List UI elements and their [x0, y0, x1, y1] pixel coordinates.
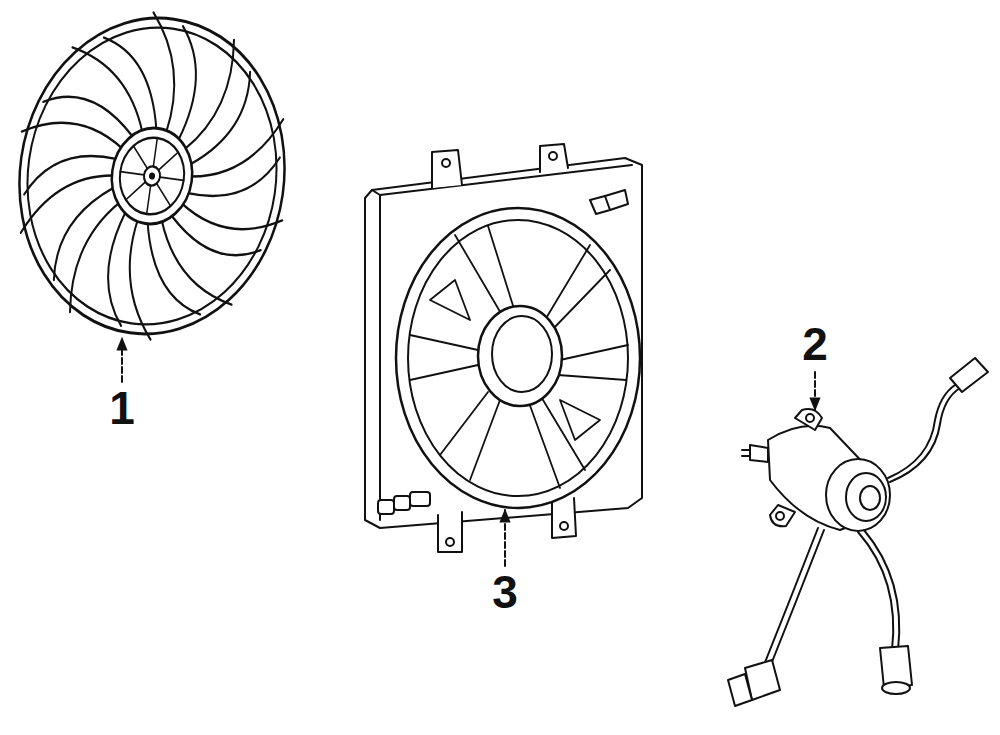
callout-number: 1 — [107, 385, 137, 431]
fan-motor — [728, 358, 988, 706]
fan-shroud — [365, 144, 642, 552]
callout-number: 2 — [800, 321, 830, 367]
leader-line — [504, 510, 506, 566]
callout-number: 3 — [490, 569, 520, 615]
leader-line — [121, 338, 123, 382]
fan-blade — [0, 0, 310, 358]
leader-line — [814, 372, 816, 410]
